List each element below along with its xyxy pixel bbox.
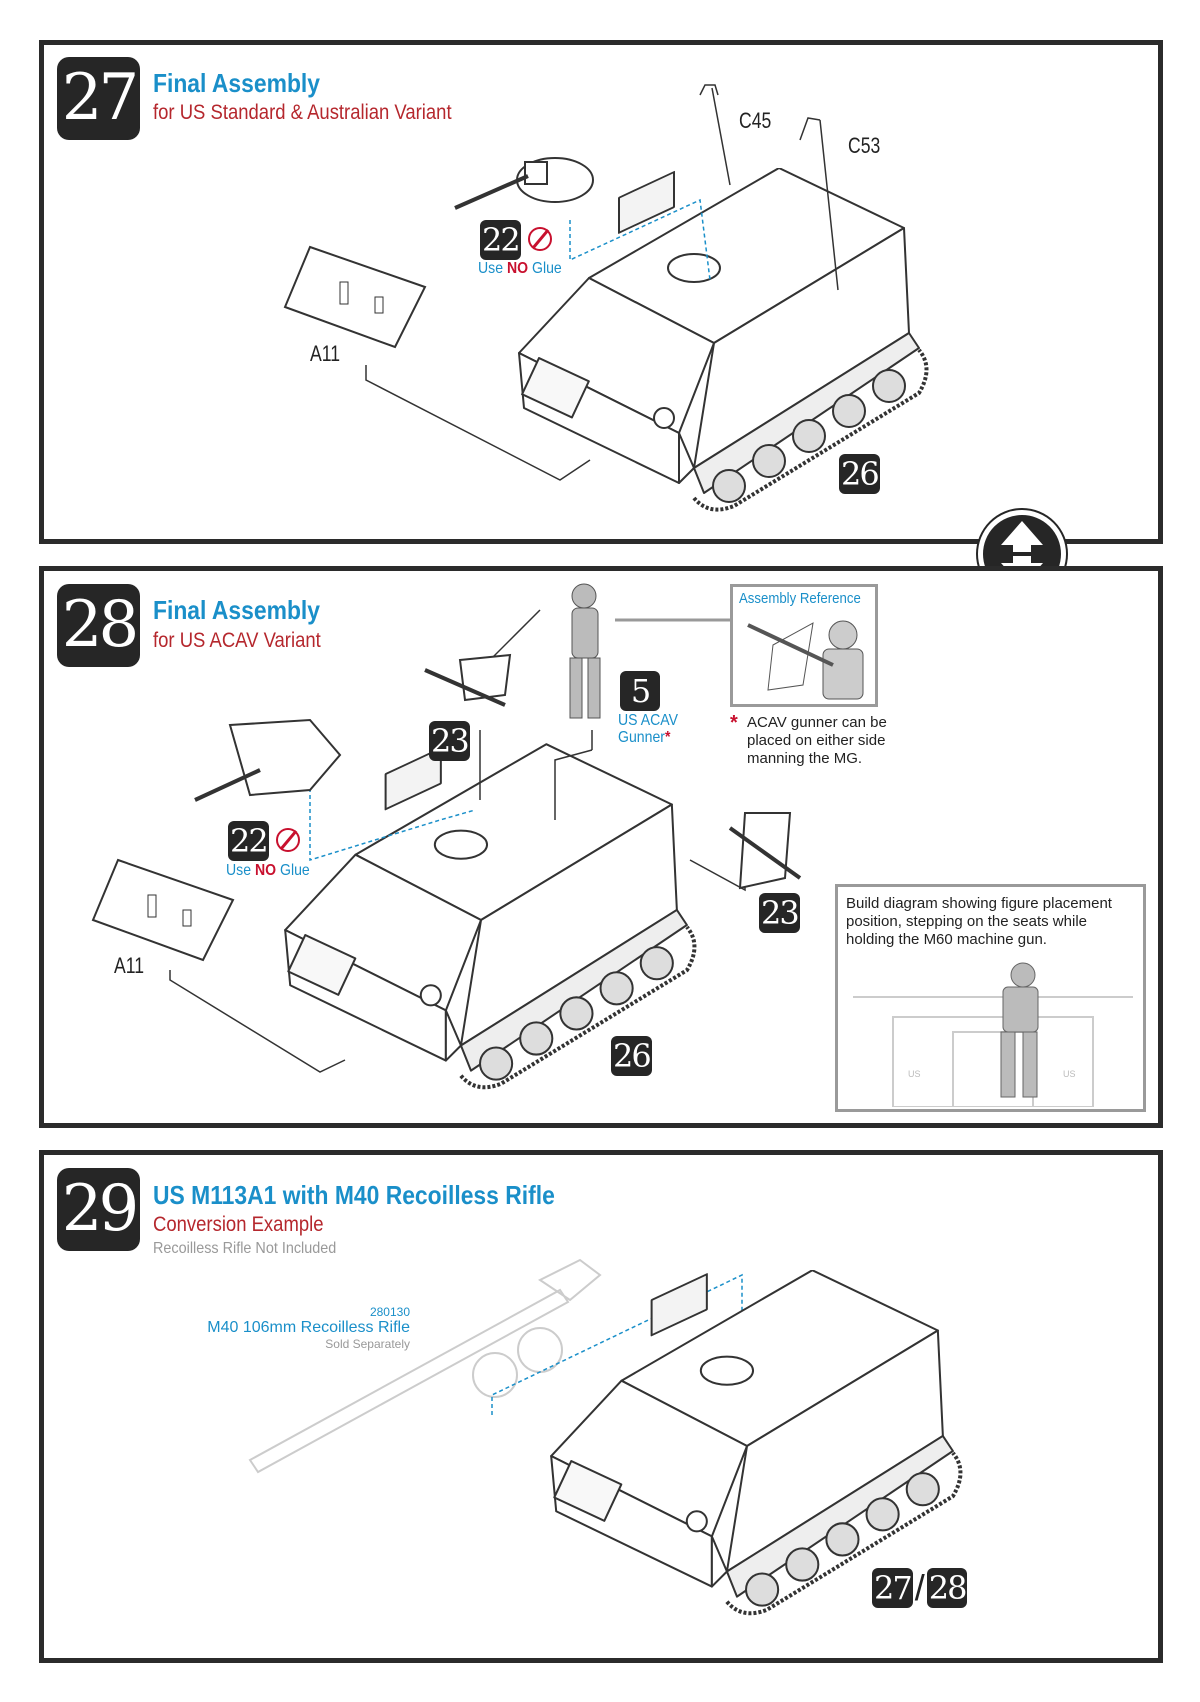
turret-illustration-28 [194,718,342,802]
build-diagram-image: US US [853,962,1133,1107]
accessory-availability: Sold Separately [325,1337,410,1351]
ref-badge-26-28: 26 [611,1036,652,1076]
build-diagram-box: Build diagram showing figure placement p… [835,884,1146,1112]
step-27-title: Final Assembly [153,68,321,98]
glue-use: Use [478,260,504,277]
asterisk: * [664,729,671,746]
asterisk-icon: * [730,712,738,734]
ref-badge-23-left: 23 [429,721,470,761]
ref-badge-22-28: 22 [228,821,269,861]
no-glue-label: Use NO Glue [478,260,562,278]
step-number-27: 27 [57,57,140,140]
assembly-reference-box: Assembly Reference [730,584,878,707]
turret-illustration-27 [454,157,594,210]
recoilless-rifle-illustration [248,1258,602,1474]
ref-badge-23-right: 23 [759,893,800,933]
glue-no: NO [506,260,529,277]
no-glue-label-28: Use NO Glue [226,862,310,880]
ref-badge-26: 26 [839,454,880,494]
step-27-subtitle: for US Standard & Australian Variant [153,101,452,124]
ref-badge-22: 22 [480,220,521,260]
build-diagram-note: Build diagram showing figure placement p… [846,895,1112,948]
no-glue-icon-28 [276,828,300,852]
gunner-note-text: ACAV gunner can be placed on either side… [747,714,887,767]
gunner-note: * ACAV gunner can be placed on either sid… [730,712,890,768]
step-29-subtitle: Conversion Example [153,1213,324,1236]
mg-shield-illustration-right [728,812,802,890]
accessory-callout: 280130 M40 106mm Recoilless Rifle Sold S… [207,1305,410,1351]
step-29-note: Recoilless Rifle Not Included [153,1240,337,1257]
step-number-28: 28 [57,584,140,667]
figure-badge-5: 5 [620,671,660,711]
ref-badge-28: 28 [926,1568,968,1608]
part-label-c53: C53 [848,133,881,158]
figure-label-line1: US ACAV [618,712,678,729]
step-28-title: Final Assembly [153,595,321,625]
figure-label-line2: Gunner [618,729,665,746]
step-29-title: US M113A1 with M40 Recoilless Rifle [153,1180,555,1210]
diagram-label-us-left: US [908,1069,921,1079]
mg-shield-illustration [424,653,512,707]
assembly-reference-title: Assembly Reference [739,590,861,607]
step-number-29: 29 [57,1168,140,1251]
gunner-figure-illustration [569,583,601,719]
part-label-a11: A11 [310,341,341,366]
ref-badges-27-28: 27 / 28 [872,1567,968,1608]
no-glue-icon [528,227,552,251]
assembly-reference-image [747,620,864,700]
glue-no: NO [254,862,277,879]
part-label-a11-28: A11 [114,953,145,978]
ref-separator: / [914,1567,925,1608]
part-a11-illustration-28 [91,858,235,962]
part-a11-illustration [283,245,427,349]
callout-line-29 [491,1273,743,1415]
ref-badge-27: 27 [872,1568,913,1608]
accessory-name: M40 106mm Recoilless Rifle [207,1319,410,1336]
diagram-label-us-right: US [1063,1069,1076,1079]
step-28-subtitle: for US ACAV Variant [153,629,321,652]
glue-use: Use [226,862,252,879]
callout-lines-27 [365,84,839,481]
glue-word: Glue [279,862,310,879]
part-label-c45: C45 [739,108,772,133]
accessory-code: 280130 [369,1305,410,1319]
glue-word: Glue [531,260,562,277]
